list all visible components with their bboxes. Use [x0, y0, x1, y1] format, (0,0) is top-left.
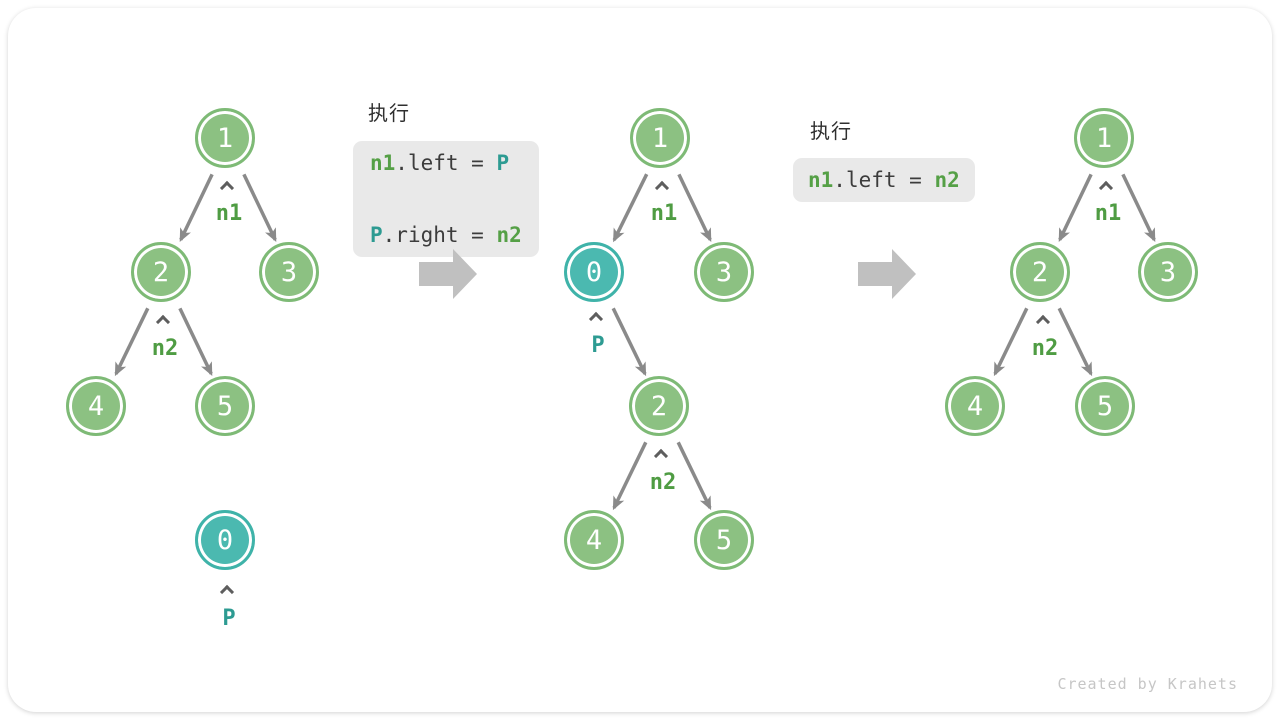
watermark-credit: Created by Krahets [1057, 675, 1238, 693]
pointer-label-n1: n1 [215, 201, 243, 226]
code-token: .left = [395, 151, 497, 175]
node-value: 4 [966, 390, 984, 422]
node-value: 0 [585, 256, 603, 288]
node-value: 5 [715, 524, 733, 556]
code-snippet-1: n1.left = P P.right = n2 [353, 141, 539, 257]
tree-node-5: 5 [1075, 376, 1135, 436]
pointer-label-n2: n2 [1031, 336, 1059, 361]
node-value: 5 [1096, 390, 1114, 422]
code-token: .right = [382, 223, 497, 247]
code-token: n2 [496, 223, 522, 247]
node-value: 0 [216, 524, 234, 556]
node-value: 1 [1095, 122, 1113, 154]
node-value: 3 [715, 256, 733, 288]
node-value: 3 [1159, 256, 1177, 288]
tree-node-4: 4 [564, 510, 624, 570]
code-token: P [370, 223, 383, 247]
tree-node-1: 1 [195, 108, 255, 168]
code-token: n1 [370, 151, 396, 175]
pointer-label-p: P [591, 333, 605, 358]
tree-node-0-detached: 0 [195, 510, 255, 570]
tree-node-0-inserted: 0 [564, 242, 624, 302]
tree-node-5: 5 [694, 510, 754, 570]
code-token: n2 [934, 168, 960, 192]
code-token: n1 [808, 168, 834, 192]
code-line: n1.left = n2 [808, 168, 960, 192]
pointer-label-n1: n1 [1094, 201, 1122, 226]
tree-node-4: 4 [945, 376, 1005, 436]
exec-label: 执行 [810, 119, 852, 143]
arrow-right-icon [419, 249, 477, 299]
node-value: 2 [650, 390, 668, 422]
code-token: .left = [833, 168, 935, 192]
code-line: P.right = n2 [370, 223, 522, 247]
node-value: 1 [216, 122, 234, 154]
arrow-right-icon [858, 249, 916, 299]
node-value: 5 [216, 390, 234, 422]
pointer-label-p: P [222, 606, 236, 631]
code-token: P [496, 151, 510, 175]
tree-node-3: 3 [259, 242, 319, 302]
pointer-label-n1: n1 [650, 201, 678, 226]
tree-node-4: 4 [66, 376, 126, 436]
node-value: 2 [1031, 256, 1049, 288]
node-value: 4 [585, 524, 603, 556]
tree-node-2: 2 [629, 376, 689, 436]
pointer-label-n2: n2 [649, 470, 677, 495]
node-value: 2 [152, 256, 170, 288]
pointer-label-n2: n2 [151, 336, 179, 361]
tree-node-1: 1 [1074, 108, 1134, 168]
tree-node-1: 1 [630, 108, 690, 168]
tree-node-3: 3 [694, 242, 754, 302]
node-value: 4 [87, 390, 105, 422]
node-value: 3 [280, 256, 298, 288]
tree-node-2: 2 [1010, 242, 1070, 302]
exec-label: 执行 [368, 101, 410, 125]
tree-node-2: 2 [131, 242, 191, 302]
tree-node-3: 3 [1138, 242, 1198, 302]
code-line: n1.left = P [370, 151, 509, 175]
node-value: 1 [651, 122, 669, 154]
code-snippet-2: n1.left = n2 [793, 158, 975, 202]
tree-node-5: 5 [195, 376, 255, 436]
diagram-card [8, 8, 1272, 712]
